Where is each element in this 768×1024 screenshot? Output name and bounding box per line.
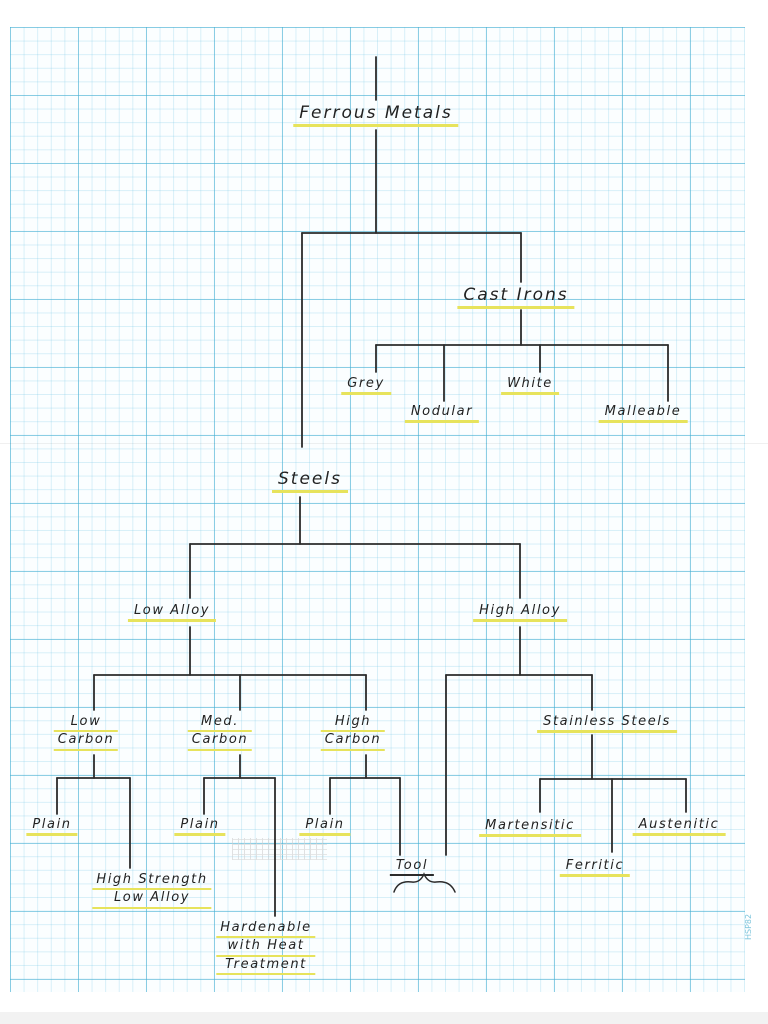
node-white: White bbox=[501, 376, 559, 395]
node-hsla-line1: High Strength bbox=[92, 872, 212, 891]
node-low-carbon-line1: Low bbox=[53, 714, 119, 733]
node-cast-irons: Cast Irons bbox=[457, 285, 575, 309]
tool-brace bbox=[393, 872, 456, 893]
paper-fold-line bbox=[0, 443, 768, 444]
node-cast-irons-label: Cast Irons bbox=[457, 285, 575, 309]
node-malleable-label: Malleable bbox=[598, 404, 688, 423]
node-stainless-steels-label: Stainless Steels bbox=[537, 714, 677, 733]
node-med-carbon: Med. Carbon bbox=[187, 714, 253, 751]
paper-brand-mark: HSP82 bbox=[740, 880, 762, 990]
node-hc-plain-label: Plain bbox=[299, 817, 351, 836]
node-hardenable: Hardenable with Heat Treatment bbox=[216, 920, 316, 975]
node-hardenable-line1: Hardenable bbox=[216, 920, 316, 939]
node-malleable: Malleable bbox=[598, 404, 688, 423]
node-martensitic: Martensitic bbox=[479, 818, 581, 837]
node-hc-plain: Plain bbox=[299, 817, 351, 836]
node-ferrous-metals-label: Ferrous Metals bbox=[293, 103, 459, 127]
node-tool-label: Tool bbox=[389, 858, 435, 876]
node-ferrous-metals: Ferrous Metals bbox=[293, 103, 459, 127]
node-high-carbon-line2: Carbon bbox=[320, 732, 386, 751]
node-hardenable-line3: Treatment bbox=[216, 957, 316, 975]
node-nodular: Nodular bbox=[404, 404, 480, 423]
node-hardenable-line2: with Heat bbox=[216, 938, 316, 957]
node-high-alloy: High Alloy bbox=[473, 603, 567, 622]
node-low-alloy-label: Low Alloy bbox=[127, 603, 217, 622]
node-low-carbon-line2: Carbon bbox=[53, 732, 119, 751]
node-ferritic: Ferritic bbox=[559, 858, 631, 877]
node-high-carbon-line1: High bbox=[320, 714, 386, 733]
node-mc-plain-label: Plain bbox=[174, 817, 226, 836]
node-high-carbon: High Carbon bbox=[320, 714, 386, 751]
node-med-carbon-line1: Med. bbox=[187, 714, 253, 733]
node-med-carbon-line2: Carbon bbox=[187, 732, 253, 751]
node-martensitic-label: Martensitic bbox=[479, 818, 581, 837]
node-nodular-label: Nodular bbox=[404, 404, 480, 423]
node-ferritic-label: Ferritic bbox=[559, 858, 631, 877]
paper-brand-text: HSP82 bbox=[744, 913, 753, 940]
node-steels: Steels bbox=[272, 469, 348, 493]
eraser-smudge bbox=[232, 838, 327, 860]
node-lc-plain-label: Plain bbox=[26, 817, 78, 836]
node-low-carbon: Low Carbon bbox=[53, 714, 119, 751]
node-hsla-line2: Low Alloy bbox=[92, 890, 212, 909]
graph-paper-sheet bbox=[10, 27, 745, 992]
node-grey-label: Grey bbox=[341, 376, 391, 395]
node-high-alloy-label: High Alloy bbox=[473, 603, 567, 622]
node-white-label: White bbox=[501, 376, 559, 395]
node-austenitic: Austenitic bbox=[632, 817, 726, 836]
node-lc-plain: Plain bbox=[26, 817, 78, 836]
node-tool: Tool bbox=[389, 858, 435, 876]
node-austenitic-label: Austenitic bbox=[632, 817, 726, 836]
node-low-alloy: Low Alloy bbox=[127, 603, 217, 622]
node-hsla: High Strength Low Alloy bbox=[92, 872, 212, 909]
node-mc-plain: Plain bbox=[174, 817, 226, 836]
page-bottom-edge bbox=[0, 1012, 768, 1024]
node-steels-label: Steels bbox=[272, 469, 348, 493]
node-grey: Grey bbox=[341, 376, 391, 395]
node-stainless-steels: Stainless Steels bbox=[537, 714, 677, 733]
